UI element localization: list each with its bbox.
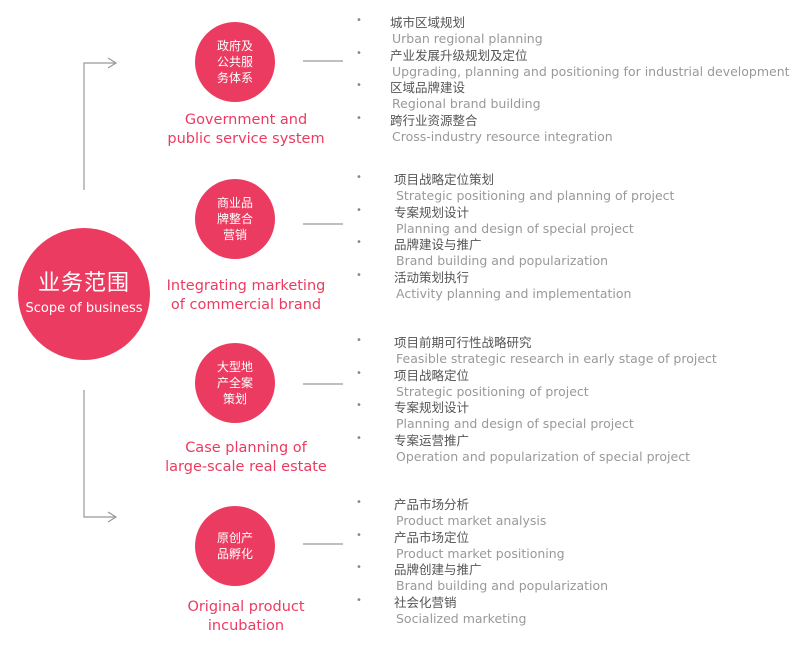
item-zh: 跨行业资源整合 bbox=[390, 112, 478, 128]
bullet-icon: • bbox=[356, 269, 362, 281]
center-title-en: Scope of business bbox=[25, 301, 143, 316]
bottom-branch-line bbox=[83, 390, 116, 518]
item-en: Planning and design of special project bbox=[396, 220, 634, 236]
item-zh: 项目战略定位策划 bbox=[394, 172, 495, 187]
bullet-icon: • bbox=[356, 237, 362, 248]
category-circle-text: 政府及公共服务体系 bbox=[216, 39, 253, 85]
bullet-icon: • bbox=[356, 172, 362, 183]
bullet-icon: • bbox=[356, 432, 362, 444]
item-en: Urban regional planning bbox=[392, 31, 543, 46]
item-zh: 区域品牌建设 bbox=[390, 80, 466, 95]
item-zh: 专案规划设计 bbox=[394, 204, 470, 220]
bullet-icon: • bbox=[356, 15, 362, 26]
item-zh: 产业发展升级规划及定位 bbox=[390, 47, 528, 63]
item-zh: 社会化营销 bbox=[394, 594, 457, 610]
item-en: Upgrading, planning and positioning for … bbox=[392, 63, 790, 79]
category-label-line: incubation bbox=[207, 618, 285, 634]
item-zh: 品牌建设与推广 bbox=[394, 237, 482, 252]
item-zh: 品牌创建与推广 bbox=[394, 562, 482, 577]
item-zh: 产品市场定位 bbox=[394, 529, 470, 545]
item-en: Strategic positioning and planning of pr… bbox=[396, 188, 675, 203]
item-zh: 城市区域规划 bbox=[390, 15, 466, 30]
bullet-icon: • bbox=[356, 335, 362, 346]
bullet-icon: • bbox=[356, 497, 362, 508]
category-label-line: large-scale real estate bbox=[165, 459, 327, 475]
category-circle-product-incubation: 原创产品孵化 bbox=[195, 506, 275, 586]
scope-of-business-circle: 业务范围 Scope of business bbox=[18, 228, 150, 360]
category-label-government: Government and public service system bbox=[156, 111, 336, 149]
bullet-icon: • bbox=[356, 400, 362, 411]
category-label-line: Original product bbox=[187, 599, 305, 615]
category-circle-text: 大型地产全案策划 bbox=[216, 360, 253, 406]
category-label-line: Case planning of bbox=[185, 440, 307, 456]
bullet-icon: • bbox=[356, 47, 362, 59]
item-en: Product market positioning bbox=[396, 545, 565, 561]
category-label-line: of commercial brand bbox=[170, 297, 322, 313]
category-label-commercial-brand: Integrating marketing of commercial bran… bbox=[156, 277, 336, 315]
category-circle-real-estate: 大型地产全案策划 bbox=[195, 343, 275, 423]
category-circle-text: 原创产品孵化 bbox=[216, 531, 253, 561]
category-label-line: Integrating marketing bbox=[166, 278, 326, 294]
item-en: Socialized marketing bbox=[396, 610, 527, 626]
category-label-line: public service system bbox=[167, 131, 325, 147]
item-en: Strategic positioning of project bbox=[396, 383, 589, 399]
bottom-arrow-icon bbox=[107, 511, 118, 523]
category-circle-text: 商业品牌整合营销 bbox=[216, 196, 253, 242]
item-zh: 产品市场分析 bbox=[394, 497, 470, 512]
item-en: Activity planning and implementation bbox=[396, 285, 632, 301]
bullet-icon: • bbox=[356, 112, 362, 124]
center-title-zh: 业务范围 bbox=[37, 271, 130, 296]
category-label-line: Government and bbox=[184, 112, 308, 128]
item-en: Regional brand building bbox=[392, 96, 541, 111]
item-zh: 专案运营推广 bbox=[394, 432, 470, 448]
item-zh: 项目战略定位 bbox=[394, 367, 470, 383]
item-en: Planning and design of special project bbox=[396, 416, 634, 431]
item-zh: 项目前期可行性战略研究 bbox=[394, 335, 532, 350]
top-arrow-icon bbox=[107, 57, 118, 69]
category-label-product-incubation: Original product incubation bbox=[156, 598, 336, 636]
category-circle-government: 政府及公共服务体系 bbox=[195, 22, 275, 102]
item-en: Product market analysis bbox=[396, 513, 547, 528]
item-zh: 专案规划设计 bbox=[394, 400, 470, 415]
bullet-icon: • bbox=[356, 529, 362, 541]
top-branch-line bbox=[83, 62, 116, 190]
bullet-icon: • bbox=[356, 204, 362, 216]
item-en: Cross-industry resource integration bbox=[392, 128, 613, 144]
item-en: Brand building and popularization bbox=[396, 253, 609, 268]
category-label-real-estate: Case planning of large-scale real estate bbox=[156, 439, 336, 477]
item-en: Operation and popularization of special … bbox=[396, 448, 690, 464]
item-zh: 活动策划执行 bbox=[394, 269, 470, 285]
item-en: Brand building and popularization bbox=[396, 578, 609, 593]
category-circle-commercial-brand: 商业品牌整合营销 bbox=[195, 179, 275, 259]
bullet-icon: • bbox=[356, 367, 362, 379]
bullet-icon: • bbox=[356, 594, 362, 606]
item-en: Feasible strategic research in early sta… bbox=[396, 351, 717, 366]
bullet-icon: • bbox=[356, 562, 362, 573]
bullet-icon: • bbox=[356, 80, 362, 91]
